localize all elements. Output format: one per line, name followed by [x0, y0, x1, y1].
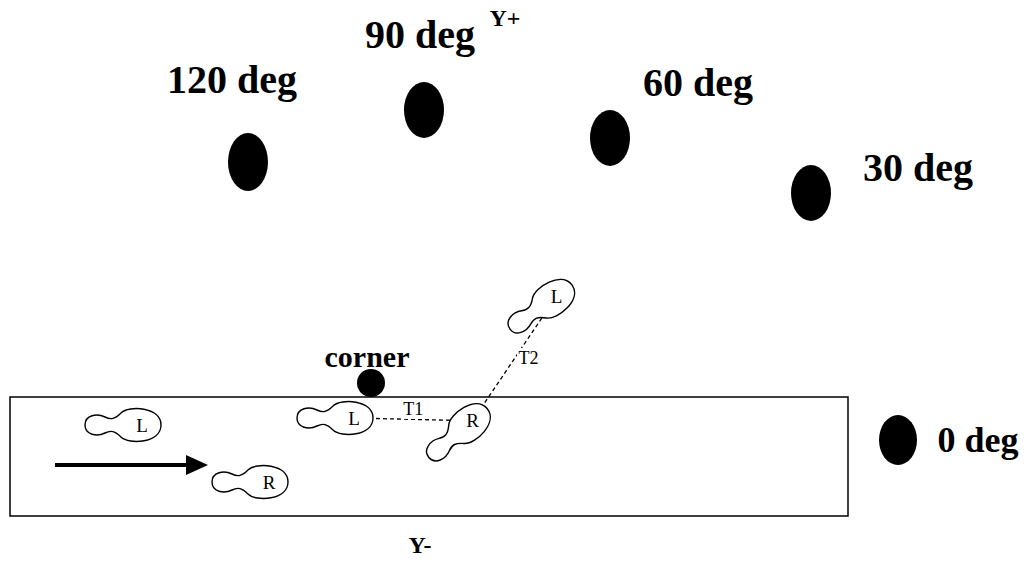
- footprint: L: [81, 405, 165, 445]
- angle-label: 30 deg: [863, 148, 973, 188]
- footprint-outline: [413, 391, 503, 476]
- angle-label: 60 deg: [643, 63, 753, 103]
- angle-label: 90 deg: [365, 15, 475, 55]
- foot-letter: L: [348, 409, 360, 428]
- footprint-outline: [495, 267, 587, 348]
- direction-arrowhead: [186, 455, 208, 475]
- footprint: R: [208, 462, 292, 502]
- angle-label: 0 deg: [938, 422, 1019, 458]
- footprint-outline: [208, 462, 292, 502]
- target-60: [590, 110, 630, 166]
- footprint: R: [413, 391, 503, 476]
- foot-letter: R: [263, 473, 276, 492]
- foot-letter: L: [551, 287, 563, 306]
- footprint-outline: [81, 405, 165, 445]
- angle-label: Y+: [489, 6, 520, 30]
- angle-label: corner: [325, 342, 410, 372]
- target-120: [228, 133, 268, 191]
- angle-label: 120 deg: [167, 60, 297, 100]
- angle-label: Y-: [408, 533, 431, 557]
- direction-arrow: [55, 463, 190, 467]
- footprint: L: [495, 267, 587, 348]
- target-0: [879, 415, 917, 465]
- corner-marker: [357, 369, 385, 397]
- foot-letter: L: [136, 416, 148, 435]
- target-30: [791, 165, 831, 221]
- edge-label: T2: [517, 348, 541, 368]
- foot-letter: R: [466, 411, 479, 430]
- footprint: L: [293, 398, 377, 438]
- edge-label: T1: [401, 399, 425, 419]
- target-90: [404, 82, 444, 138]
- footprint-outline: [293, 398, 377, 438]
